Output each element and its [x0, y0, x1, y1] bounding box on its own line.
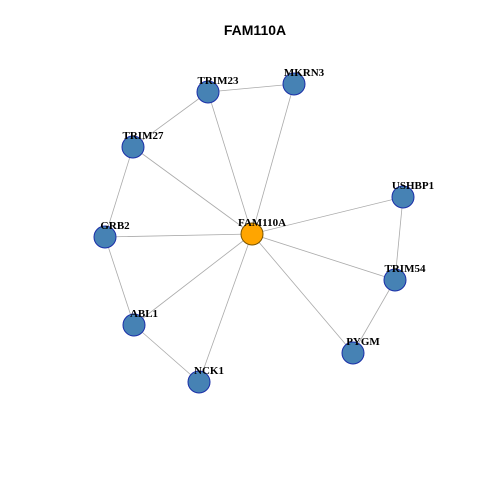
node-label-mkrn3: MKRN3 [284, 67, 325, 79]
node-trim23: TRIM23 [196, 75, 239, 104]
node-circle-trim54 [383, 268, 407, 292]
node-label-trim27: TRIM27 [123, 130, 164, 142]
edge-ushbp1-trim54 [394, 196, 404, 281]
node-label-fam110a: FAM110A [238, 217, 286, 229]
node-circle-trim23 [196, 80, 220, 104]
edge-fam110a-mkrn3 [251, 83, 295, 235]
node-circle-mkrn3 [282, 72, 306, 96]
node-label-pygm: PYGM [346, 336, 380, 348]
node-abl1: ABL1 [122, 308, 158, 337]
edge-abl1-nck1 [133, 324, 200, 383]
edge-fam110a-ushbp1 [251, 196, 404, 235]
edge-fam110a-abl1 [133, 233, 253, 326]
edge-fam110a-trim54 [251, 233, 396, 281]
node-label-ushbp1: USHBP1 [392, 180, 434, 192]
node-trim27: TRIM27 [121, 130, 164, 159]
node-label-nck1: NCK1 [194, 365, 224, 377]
edge-fam110a-trim27 [132, 146, 253, 235]
edge-fam110a-pygm [251, 233, 354, 354]
node-fam110a: FAM110A [238, 217, 286, 246]
edge-trim23-mkrn3 [207, 83, 295, 93]
node-circle-abl1 [122, 313, 146, 337]
node-circle-grb2 [93, 225, 117, 249]
edge-layer [104, 83, 404, 383]
edge-fam110a-grb2 [104, 233, 253, 238]
edge-fam110a-trim23 [207, 91, 253, 235]
node-label-trim23: TRIM23 [198, 75, 239, 87]
edge-trim23-trim27 [132, 91, 209, 148]
edge-grb2-abl1 [104, 236, 135, 326]
node-layer: FAM110A TRIM23 MKRN3TRIM27USHBP1GRB2TRIM54… [93, 67, 434, 394]
node-nck1: NCK1 [187, 365, 224, 394]
node-grb2: GRB2 [93, 220, 130, 249]
node-circle-nck1 [187, 370, 211, 394]
edge-trim54-pygm [352, 279, 396, 354]
diagram-title: FAM110A [224, 22, 286, 38]
edge-fam110a-nck1 [198, 233, 253, 383]
node-mkrn3: MKRN3 [282, 67, 325, 96]
node-circle-pygm [341, 341, 365, 365]
edge-trim27-grb2 [104, 146, 134, 238]
node-ushbp1: USHBP1 [391, 180, 434, 209]
node-circle-fam110a [240, 222, 264, 246]
node-label-abl1: ABL1 [130, 308, 158, 320]
node-pygm: PYGM [341, 336, 380, 365]
node-circle-trim27 [121, 135, 145, 159]
node-label-trim54: TRIM54 [385, 263, 426, 275]
node-trim54: TRIM54 [383, 263, 426, 292]
node-label-grb2: GRB2 [100, 220, 130, 232]
node-circle-ushbp1 [391, 185, 415, 209]
